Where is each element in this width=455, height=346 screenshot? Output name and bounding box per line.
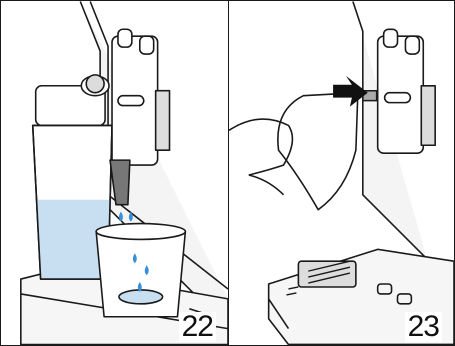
instruction-panel-step-22: 22 bbox=[0, 0, 229, 346]
step-number: 22 bbox=[179, 312, 216, 342]
clean-milk-spout-illustration bbox=[229, 1, 454, 345]
milk-carafe-rinse-illustration bbox=[1, 1, 228, 345]
instruction-panel-step-23: 23 bbox=[228, 0, 455, 346]
step-number: 23 bbox=[405, 312, 442, 342]
